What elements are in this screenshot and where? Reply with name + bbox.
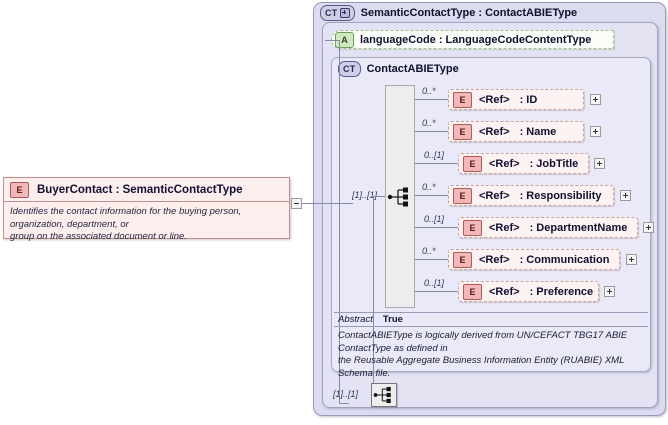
element-connector-5 xyxy=(415,259,448,260)
element-cardinality-3: 0..* xyxy=(422,182,436,192)
abstract-line: Abstract True xyxy=(334,312,648,327)
element-row-jobtitle[interactable]: E <Ref> : JobTitle xyxy=(458,153,589,174)
outer-type-header: CT SemanticContactType : ContactABIEType xyxy=(320,5,577,21)
expand-button-name[interactable] xyxy=(590,126,601,137)
expand-button-responsibility[interactable] xyxy=(620,190,631,201)
element-ref: <Ref> xyxy=(479,125,510,138)
expand-button-communication[interactable] xyxy=(626,254,637,265)
element-type: : DepartmentName xyxy=(529,221,628,234)
connector-root-to-panel xyxy=(300,203,329,204)
plus-icon[interactable] xyxy=(339,8,350,18)
element-row-departmentname[interactable]: E <Ref> : DepartmentName xyxy=(458,217,638,238)
element-ref: <Ref> xyxy=(489,285,520,298)
element-cardinality-0: 0..* xyxy=(422,86,436,96)
root-doc-line-1: Identifies the contact information for t… xyxy=(10,206,242,230)
root-element-title: BuyerContact : SemanticContactType xyxy=(37,184,243,196)
element-badge: E xyxy=(10,182,29,198)
element-type: : Responsibility xyxy=(519,189,602,202)
element-badge: E xyxy=(463,219,482,236)
element-badge: E xyxy=(453,187,472,204)
element-cardinality-2: 0..[1] xyxy=(424,150,445,160)
expand-button-departmentname[interactable] xyxy=(643,222,654,233)
element-connector-0 xyxy=(415,99,448,100)
element-connector-4 xyxy=(415,227,458,228)
abstract-key: Abstract xyxy=(338,314,373,325)
element-cardinality-1: 0..* xyxy=(422,118,436,128)
element-connector-6 xyxy=(415,291,458,292)
abstract-doc-line-3: the Reusable Aggregate Business Informat… xyxy=(338,355,625,367)
abstract-doc-line-1: ContactABIEType is logically derived fro… xyxy=(338,330,628,341)
expand-button-id[interactable] xyxy=(590,94,601,105)
element-badge: E xyxy=(453,251,472,268)
element-ref: <Ref> xyxy=(479,93,510,106)
connector-spine-outer xyxy=(339,40,340,403)
element-type: : Preference xyxy=(529,285,594,298)
element-badge: E xyxy=(463,155,482,172)
element-badge: E xyxy=(453,123,472,140)
element-badge: E xyxy=(463,283,482,300)
element-ref: <Ref> xyxy=(479,253,510,266)
element-type: : JobTitle xyxy=(529,157,579,170)
element-cardinality-4: 0..[1] xyxy=(424,214,445,224)
root-element-box[interactable]: E BuyerContact : SemanticContactType Ide… xyxy=(3,177,290,242)
abstract-doc-line-4: Schema file. xyxy=(338,367,391,379)
badge-text: CT xyxy=(325,7,338,18)
attribute-row-languagecode[interactable]: A languageCode : LanguageCodeContentType xyxy=(331,30,614,49)
outer-type-title: SemanticContactType : ContactABIEType xyxy=(360,7,578,19)
connector-bottom-branch xyxy=(339,403,349,404)
inner-complex-type-badge[interactable]: CT xyxy=(338,61,361,77)
root-doc-line-2: group on the associated document or line… xyxy=(10,231,187,243)
complex-type-badge[interactable]: CT xyxy=(320,5,355,21)
element-badge: E xyxy=(453,91,472,108)
connector-to-seqbar xyxy=(373,196,385,197)
abstract-documentation-block: Abstract True ContactABIEType is logical… xyxy=(334,312,648,381)
element-cardinality-6: 0..[1] xyxy=(424,278,445,288)
sequence-compositor-icon xyxy=(387,187,408,207)
element-row-responsibility[interactable]: E <Ref> : Responsibility xyxy=(448,185,614,206)
element-connector-2 xyxy=(415,163,458,164)
element-type: : Communication xyxy=(519,253,610,266)
element-ref: <Ref> xyxy=(489,221,520,234)
sequence-cardinality-bottom: [1]..[1] xyxy=(333,389,359,399)
element-row-preference[interactable]: E <Ref> : Preference xyxy=(458,281,599,302)
connector-panel-entry xyxy=(329,203,353,204)
root-element-header: E BuyerContact : SemanticContactType xyxy=(4,178,289,202)
sequence-cardinality-top: [1]..[1] xyxy=(352,190,378,200)
element-connector-1 xyxy=(415,131,448,132)
expand-button-jobtitle[interactable] xyxy=(594,158,605,169)
connector-attribute-branch xyxy=(325,40,339,41)
element-ref: <Ref> xyxy=(489,157,520,170)
attribute-label: languageCode : LanguageCodeContentType xyxy=(360,33,592,46)
connector-spine xyxy=(373,196,374,396)
root-element-documentation: Identifies the contact information for t… xyxy=(4,202,289,249)
abstract-documentation: ContactABIEType is logically derived fro… xyxy=(334,327,648,381)
collapse-toggle-root[interactable] xyxy=(291,198,302,209)
element-type: : ID xyxy=(519,93,538,106)
abstract-value: True xyxy=(382,314,403,325)
inner-type-header: CT ContactABIEType xyxy=(338,61,459,77)
sequence-compositor-icon-bottom xyxy=(373,386,391,404)
element-connector-3 xyxy=(415,195,448,196)
inner-type-title: ContactABIEType xyxy=(366,63,459,75)
element-ref: <Ref> xyxy=(479,189,510,202)
element-row-id[interactable]: E <Ref> : ID xyxy=(448,89,584,110)
element-row-communication[interactable]: E <Ref> : Communication xyxy=(448,249,620,270)
expand-button-preference[interactable] xyxy=(604,286,615,297)
element-cardinality-5: 0..* xyxy=(422,246,436,256)
element-row-name[interactable]: E <Ref> : Name xyxy=(448,121,584,142)
element-type: : Name xyxy=(519,125,557,138)
badge-text: CT xyxy=(343,63,356,74)
abstract-doc-line-2: ContactType as defined in xyxy=(338,342,448,354)
